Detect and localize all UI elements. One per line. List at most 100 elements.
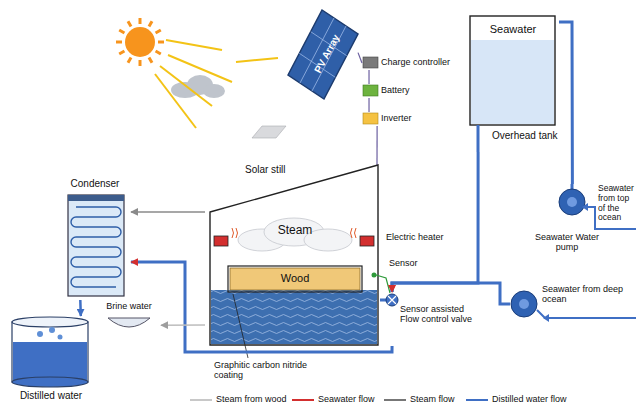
sun-spike (119, 51, 124, 54)
sun-spike (149, 21, 152, 26)
legend-text: Steam from wood (216, 394, 287, 404)
pump-body (511, 291, 537, 317)
node-label: Distilled water (8, 390, 94, 402)
inverter-box (363, 113, 378, 124)
legend-sample (466, 399, 488, 401)
sun-spike (139, 60, 142, 66)
panel-body (288, 10, 358, 99)
sun-spike (158, 41, 164, 44)
droplet (49, 327, 55, 333)
sun-spike (149, 58, 152, 63)
node-label: Brine water (98, 301, 160, 311)
sun (116, 18, 164, 66)
node-box: Wood (232, 268, 359, 290)
valve-cross (388, 296, 396, 304)
flow-connector (358, 53, 362, 63)
ray (155, 74, 196, 128)
sun-spike (128, 58, 131, 63)
inlet-pipe (537, 310, 636, 318)
node-label: Seawater Water pump (528, 232, 606, 253)
node-label: PV Array (310, 29, 344, 79)
heater-left (214, 236, 228, 246)
node-label: Seawater from deep ocean (542, 284, 636, 305)
node-box: Seawater from deep ocean (510, 284, 638, 326)
flow-valve (384, 294, 398, 306)
inlet-arrow (582, 203, 588, 211)
part-label: Electric heater (386, 232, 456, 242)
part-label: Graphitic carbon nitride coating (214, 360, 334, 381)
charge-controller-box (363, 57, 378, 68)
node-box: Distilled water (8, 316, 95, 404)
node-box: Brine water (98, 300, 161, 334)
ray (160, 66, 212, 106)
sun-rays (155, 40, 278, 128)
droplet (58, 335, 63, 340)
ray (168, 55, 232, 82)
node-box: Seawater Water pump Seawater from top of … (528, 184, 639, 256)
legend-sample (292, 399, 314, 401)
node-label: Condenser (60, 178, 130, 190)
condenser-cap (68, 195, 124, 201)
sun-spike (156, 51, 161, 54)
node-label: Inverter (381, 113, 469, 123)
ray (236, 58, 278, 62)
still-water (211, 290, 377, 344)
legend-sample (384, 399, 406, 401)
leader-line (233, 294, 248, 358)
legend-sample (190, 399, 212, 401)
droplets (37, 327, 63, 340)
node-label: Charge controller (381, 57, 469, 67)
node-box: Sensor assisted Flow control valve (384, 292, 481, 346)
node-label: Seawater (478, 23, 548, 36)
ray (166, 40, 222, 50)
node-label: Sensor assisted Flow control valve (400, 304, 480, 325)
inlet-arrow (543, 314, 549, 322)
distilled-tank (12, 317, 88, 387)
legend-text: Distilled water flow (492, 394, 567, 404)
sensor-line (376, 275, 390, 293)
water-texture (211, 290, 377, 344)
flow-connector (380, 298, 384, 301)
node-box: SeawaterOverhead tank (468, 14, 559, 152)
flow-connector (131, 262, 392, 352)
node-label: Wood (232, 272, 358, 285)
sun-spike (128, 21, 131, 26)
heater-right (360, 236, 374, 246)
flow-connector (368, 98, 369, 112)
pv-panel (288, 10, 358, 99)
legend-text: Seawater flow (318, 394, 375, 404)
node-sublabel: Overhead tank (492, 130, 558, 142)
tank-bottom (12, 377, 88, 387)
flow-connector (79, 300, 82, 316)
tank-body (12, 322, 88, 382)
sun-spike (119, 30, 124, 33)
tank-water (13, 342, 87, 382)
node-box: PV Array (280, 8, 358, 103)
carbon-nitride-coating (228, 266, 362, 292)
sun-spike (156, 30, 161, 33)
sun-spike (139, 18, 142, 24)
sensor-dot (372, 273, 377, 278)
sun-spikes (116, 18, 164, 66)
condenser-coil (71, 207, 121, 287)
battery-box (363, 85, 378, 96)
cloud-part (203, 84, 225, 98)
tank-wall (470, 16, 555, 125)
panel-grid (299, 18, 346, 91)
glass-cover (252, 126, 286, 138)
pump-body (559, 189, 585, 215)
legend-text: Steam flow (410, 394, 455, 404)
flow-connector (392, 152, 478, 292)
node-box: Solar stillSteamWood (205, 158, 380, 348)
deep-pump (511, 291, 636, 322)
node-label: Solar still (245, 164, 315, 176)
condenser-shell (68, 195, 124, 296)
flow-connector (161, 324, 205, 326)
steam-cloud (238, 218, 352, 251)
still-housing (210, 165, 378, 345)
part-label: Sensor (389, 258, 429, 268)
flow-connector (368, 70, 369, 84)
node-sublabel: Seawater from top of the ocean (598, 184, 638, 223)
flow-connector (131, 211, 205, 213)
